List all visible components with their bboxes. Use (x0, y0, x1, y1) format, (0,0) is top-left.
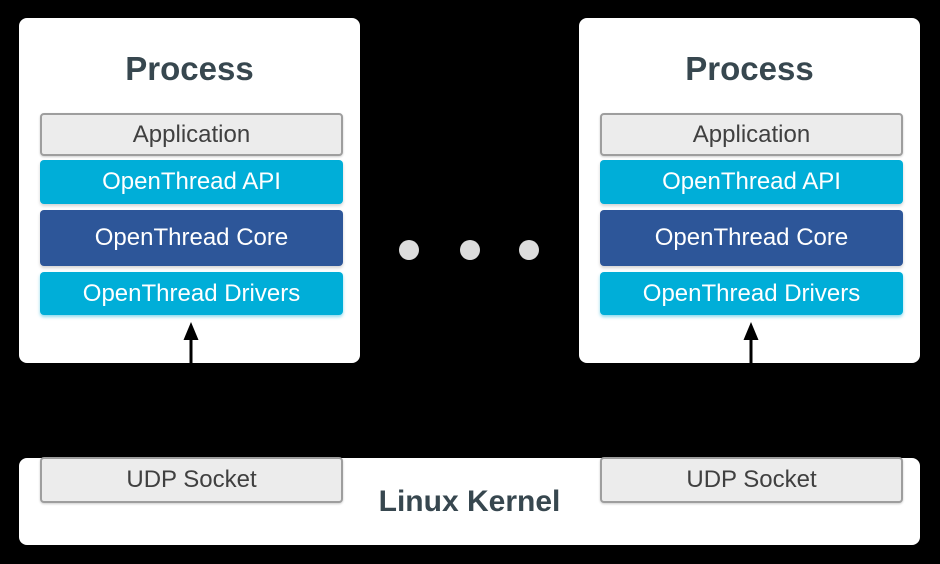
udp-socket-right: UDP Socket (600, 457, 903, 503)
layer-openthread-drivers: OpenThread Drivers (40, 272, 343, 315)
up-arrow-icon (743, 322, 759, 457)
ellipsis-dot (399, 240, 419, 260)
layer-openthread-api: OpenThread API (40, 160, 343, 204)
ellipsis-dot (460, 240, 480, 260)
layer-openthread-core: OpenThread Core (600, 210, 903, 266)
process-title: Process (125, 50, 254, 87)
layer-openthread-drivers: OpenThread Drivers (600, 272, 903, 315)
layer-openthread-core: OpenThread Core (40, 210, 343, 266)
process-title: Process (685, 50, 814, 87)
linux-kernel-label: Linux Kernel (378, 484, 561, 518)
udp-socket-left: UDP Socket (40, 457, 343, 503)
up-arrow-icon (183, 322, 199, 457)
process-card-left: Process Application OpenThread API OpenT… (19, 18, 360, 363)
layer-application: Application (600, 113, 903, 156)
ellipsis-dot (519, 240, 539, 260)
linux-kernel-bar: UDP Socket Linux Kernel UDP Socket (19, 457, 920, 545)
layer-application: Application (40, 113, 343, 156)
layer-openthread-api: OpenThread API (600, 160, 903, 204)
process-card-right: Process Application OpenThread API OpenT… (579, 18, 920, 363)
